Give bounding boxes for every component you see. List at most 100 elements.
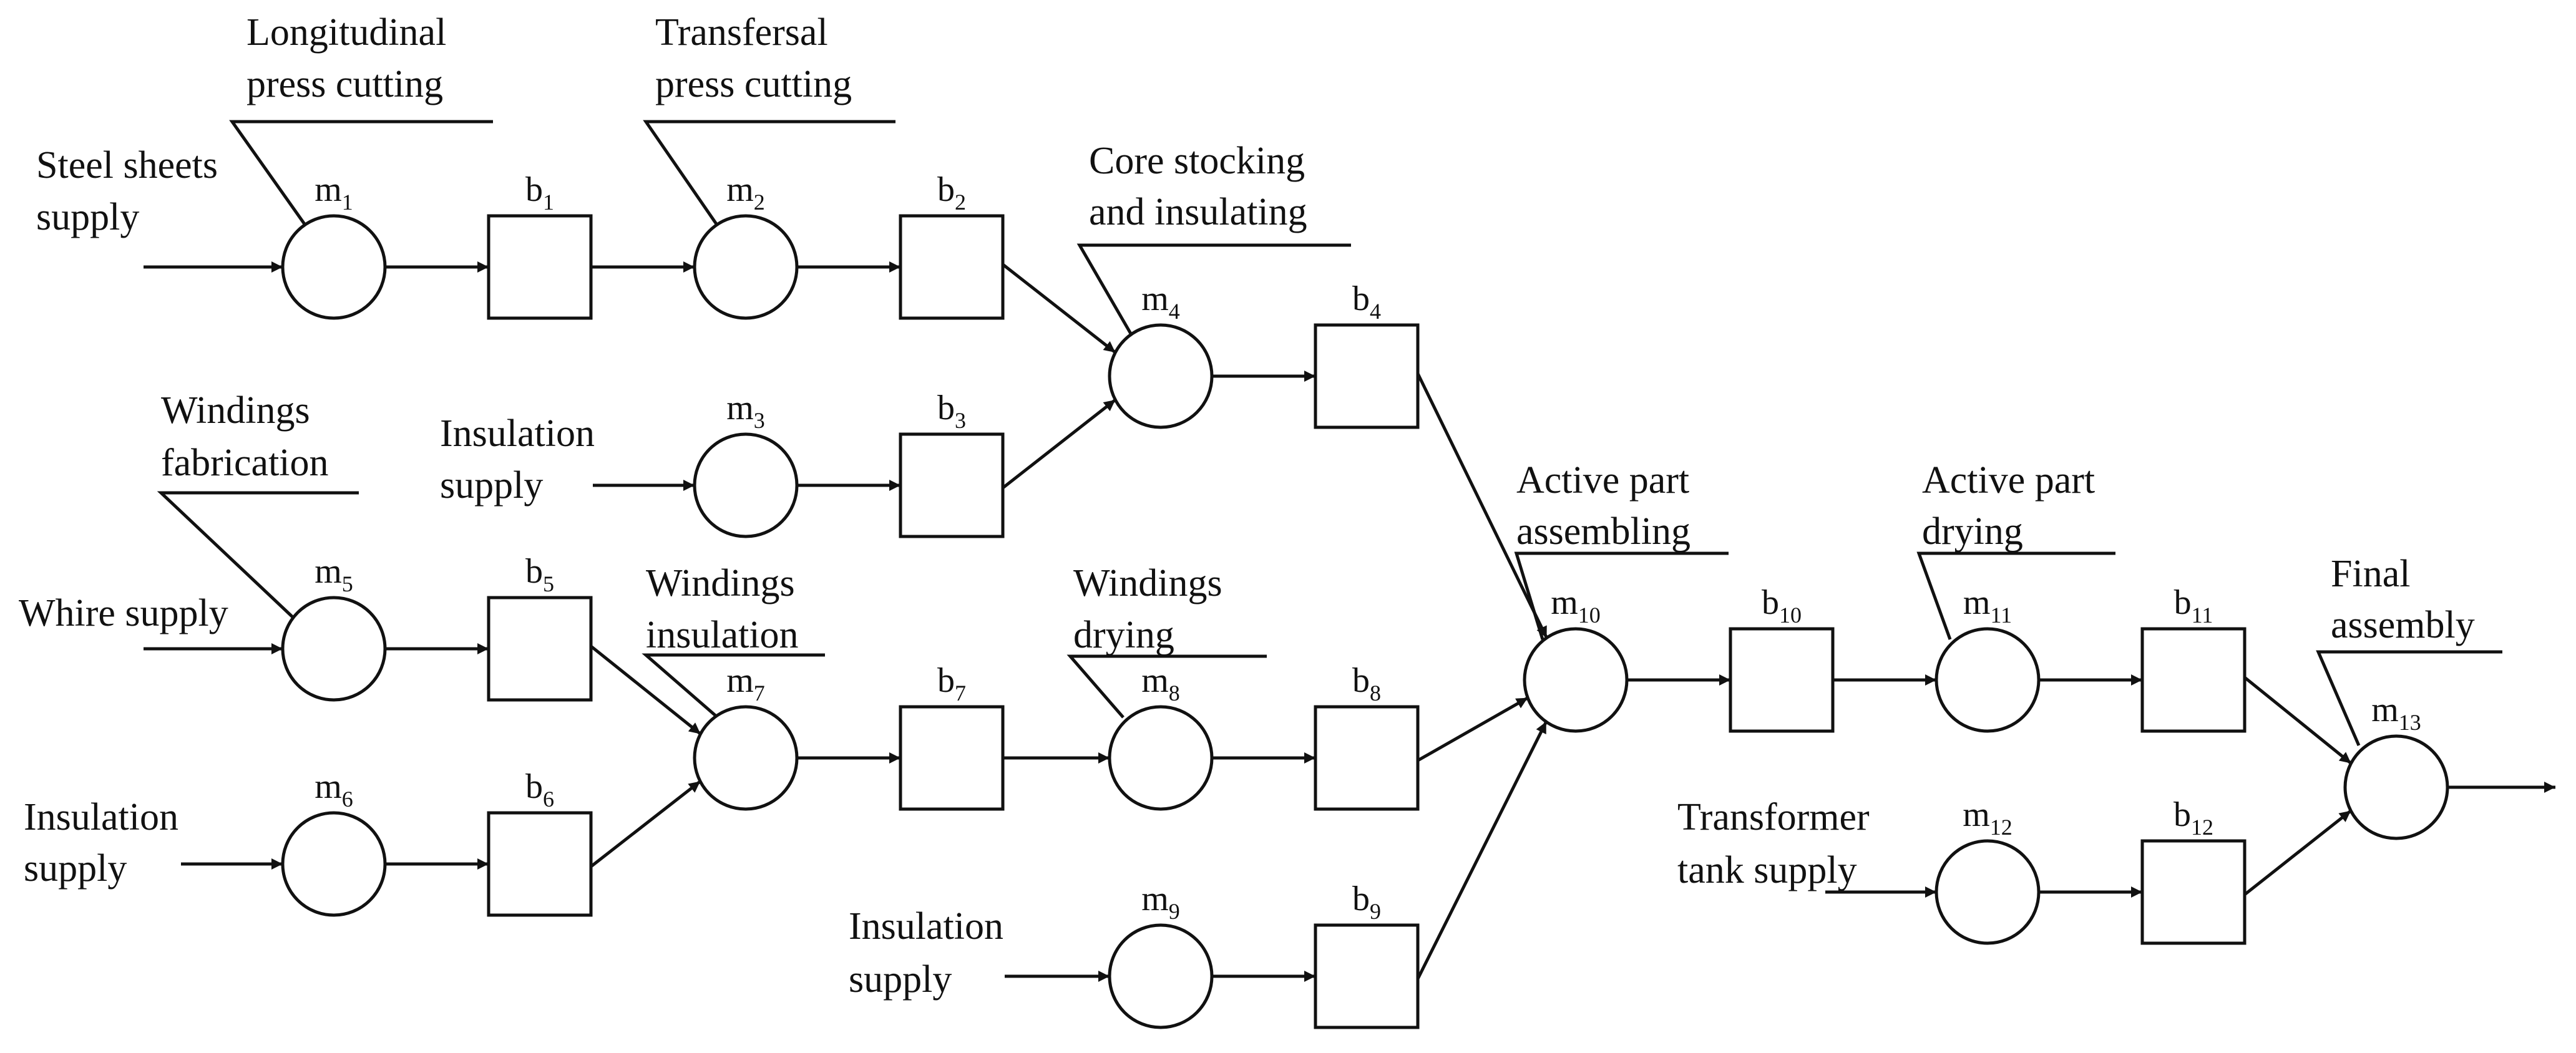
machine-m2 [693,214,799,320]
leader-windings-drying [1066,654,1267,719]
arrow-b5-m7 [590,644,702,735]
buffer-b12 [2140,839,2247,945]
buffer-b5 [487,596,593,702]
svg-text:Steel sheets: Steel sheets [36,144,218,187]
buffer-b9-label: b9 [1352,880,1381,924]
svg-text:Whire supply: Whire supply [19,592,228,634]
buffer-b6 [487,811,593,917]
svg-text:supply: supply [36,196,139,238]
svg-text:Longitudinal: Longitudinal [246,11,446,54]
svg-text:Windings: Windings [161,389,310,432]
buffer-b9 [1314,923,1420,1029]
svg-text:Insulation: Insulation [440,412,595,455]
leader-active-part-drying [1916,551,2115,640]
machine-m10-label: m10 [1551,583,1601,628]
svg-text:drying: drying [1922,510,2023,553]
buffer-b4-label: b4 [1352,279,1381,324]
svg-text:assembling: assembling [1516,510,1690,553]
active-part-drying-label: Active part drying [1922,459,2095,553]
svg-text:supply: supply [440,464,543,507]
machine-m3 [693,432,799,538]
svg-text:press cutting: press cutting [655,63,852,105]
transfersal-press-cutting-label: Transfersal press cutting [655,11,852,105]
machine-m3-label: m3 [726,389,765,433]
buffer-b1-label: b1 [525,170,554,215]
machine-m9-label: m9 [1141,880,1180,924]
buffer-b11-label: b11 [2174,583,2213,628]
machine-m11-label: m11 [1963,583,2012,628]
arrow-b4-m10 [1416,372,1548,639]
svg-text:and insulating: and insulating [1089,191,1307,233]
machine-m13-label: m13 [2371,691,2421,735]
leader-core-stocking [1076,243,1351,338]
svg-text:Insulation: Insulation [849,905,1003,948]
windings-insulation-supply-label: Insulation supply [24,796,178,890]
leader-final-assembly [2316,650,2502,746]
machine-m7 [693,705,799,811]
machine-m9 [1108,923,1214,1029]
svg-text:Insulation: Insulation [24,796,178,838]
machine-m7-label: m7 [726,661,765,706]
leader-windings-insulation [642,653,825,719]
buffer-b12-label: b12 [2174,795,2213,840]
machine-m6-label: m6 [315,767,353,812]
machine-m2-label: m2 [726,170,765,215]
leader-longitudinal-press-cutting [229,120,493,227]
buffer-b6-label: b6 [525,767,554,812]
svg-text:Active part: Active part [1922,459,2095,502]
machine-m4 [1108,323,1214,429]
arrow-b12-m13 [2243,809,2352,896]
buffer-b11 [2140,627,2247,733]
leader-windings-fabrication [157,491,359,620]
machine-m10 [1523,627,1629,733]
machine-m6 [281,811,387,917]
svg-text:Windings: Windings [1073,562,1222,604]
flow-arrows [144,261,2555,982]
whire-supply-label: Whire supply [19,592,228,634]
machine-m5-label: m5 [315,552,353,596]
arrow-b11-m13 [2243,676,2353,765]
svg-text:Transformer: Transformer [1677,796,1870,838]
buffer-b2 [899,214,1005,320]
machine-m12 [1934,839,2041,945]
transformer-tank-supply-label: Transformer tank supply [1677,796,1870,891]
svg-text:drying: drying [1073,614,1174,656]
machine-m8 [1108,705,1214,811]
buffer-b3 [899,432,1005,538]
buffer-b10 [1729,627,1835,733]
arrow-b9-m10 [1416,721,1548,980]
machine-m5 [281,596,387,702]
buffer-b7-label: b7 [937,661,966,706]
buffer-b7 [899,705,1005,811]
longitudinal-press-cutting-label: Longitudinal press cutting [246,11,446,105]
svg-text:press cutting: press cutting [246,63,443,105]
svg-text:assembly: assembly [2331,604,2475,646]
arrow-b6-m7 [590,780,701,868]
buffer-b8-label: b8 [1352,661,1381,706]
operation-leader-lines [157,120,2502,746]
leader-transfersal-press-cutting [643,120,895,227]
svg-text:Windings: Windings [646,562,795,604]
machine-m1 [281,214,387,320]
svg-text:Final: Final [2331,553,2410,595]
arrow-b8-m10 [1417,696,1529,762]
svg-text:fabrication: fabrication [161,442,329,484]
svg-text:supply: supply [24,847,127,890]
svg-text:tank supply: tank supply [1677,849,1857,891]
final-assembly-label: Final assembly [2331,553,2475,646]
arrow-b2-m4 [1002,263,1116,354]
svg-text:Core stocking: Core stocking [1089,140,1305,182]
arrow-b3-m4 [1002,398,1116,490]
machine-m11 [1934,627,2041,733]
buffer-b1 [487,214,593,320]
machine-m4-label: m4 [1141,279,1180,324]
machine-m1-label: m1 [315,170,353,215]
buffer-b8 [1314,705,1420,811]
active-part-insulation-supply-label: Insulation supply [849,905,1003,1001]
svg-text:insulation: insulation [646,614,799,656]
svg-text:supply: supply [849,958,952,1001]
buffer-b10-label: b10 [1762,583,1802,628]
core-stocking-insulating-label: Core stocking and insulating [1089,140,1307,233]
